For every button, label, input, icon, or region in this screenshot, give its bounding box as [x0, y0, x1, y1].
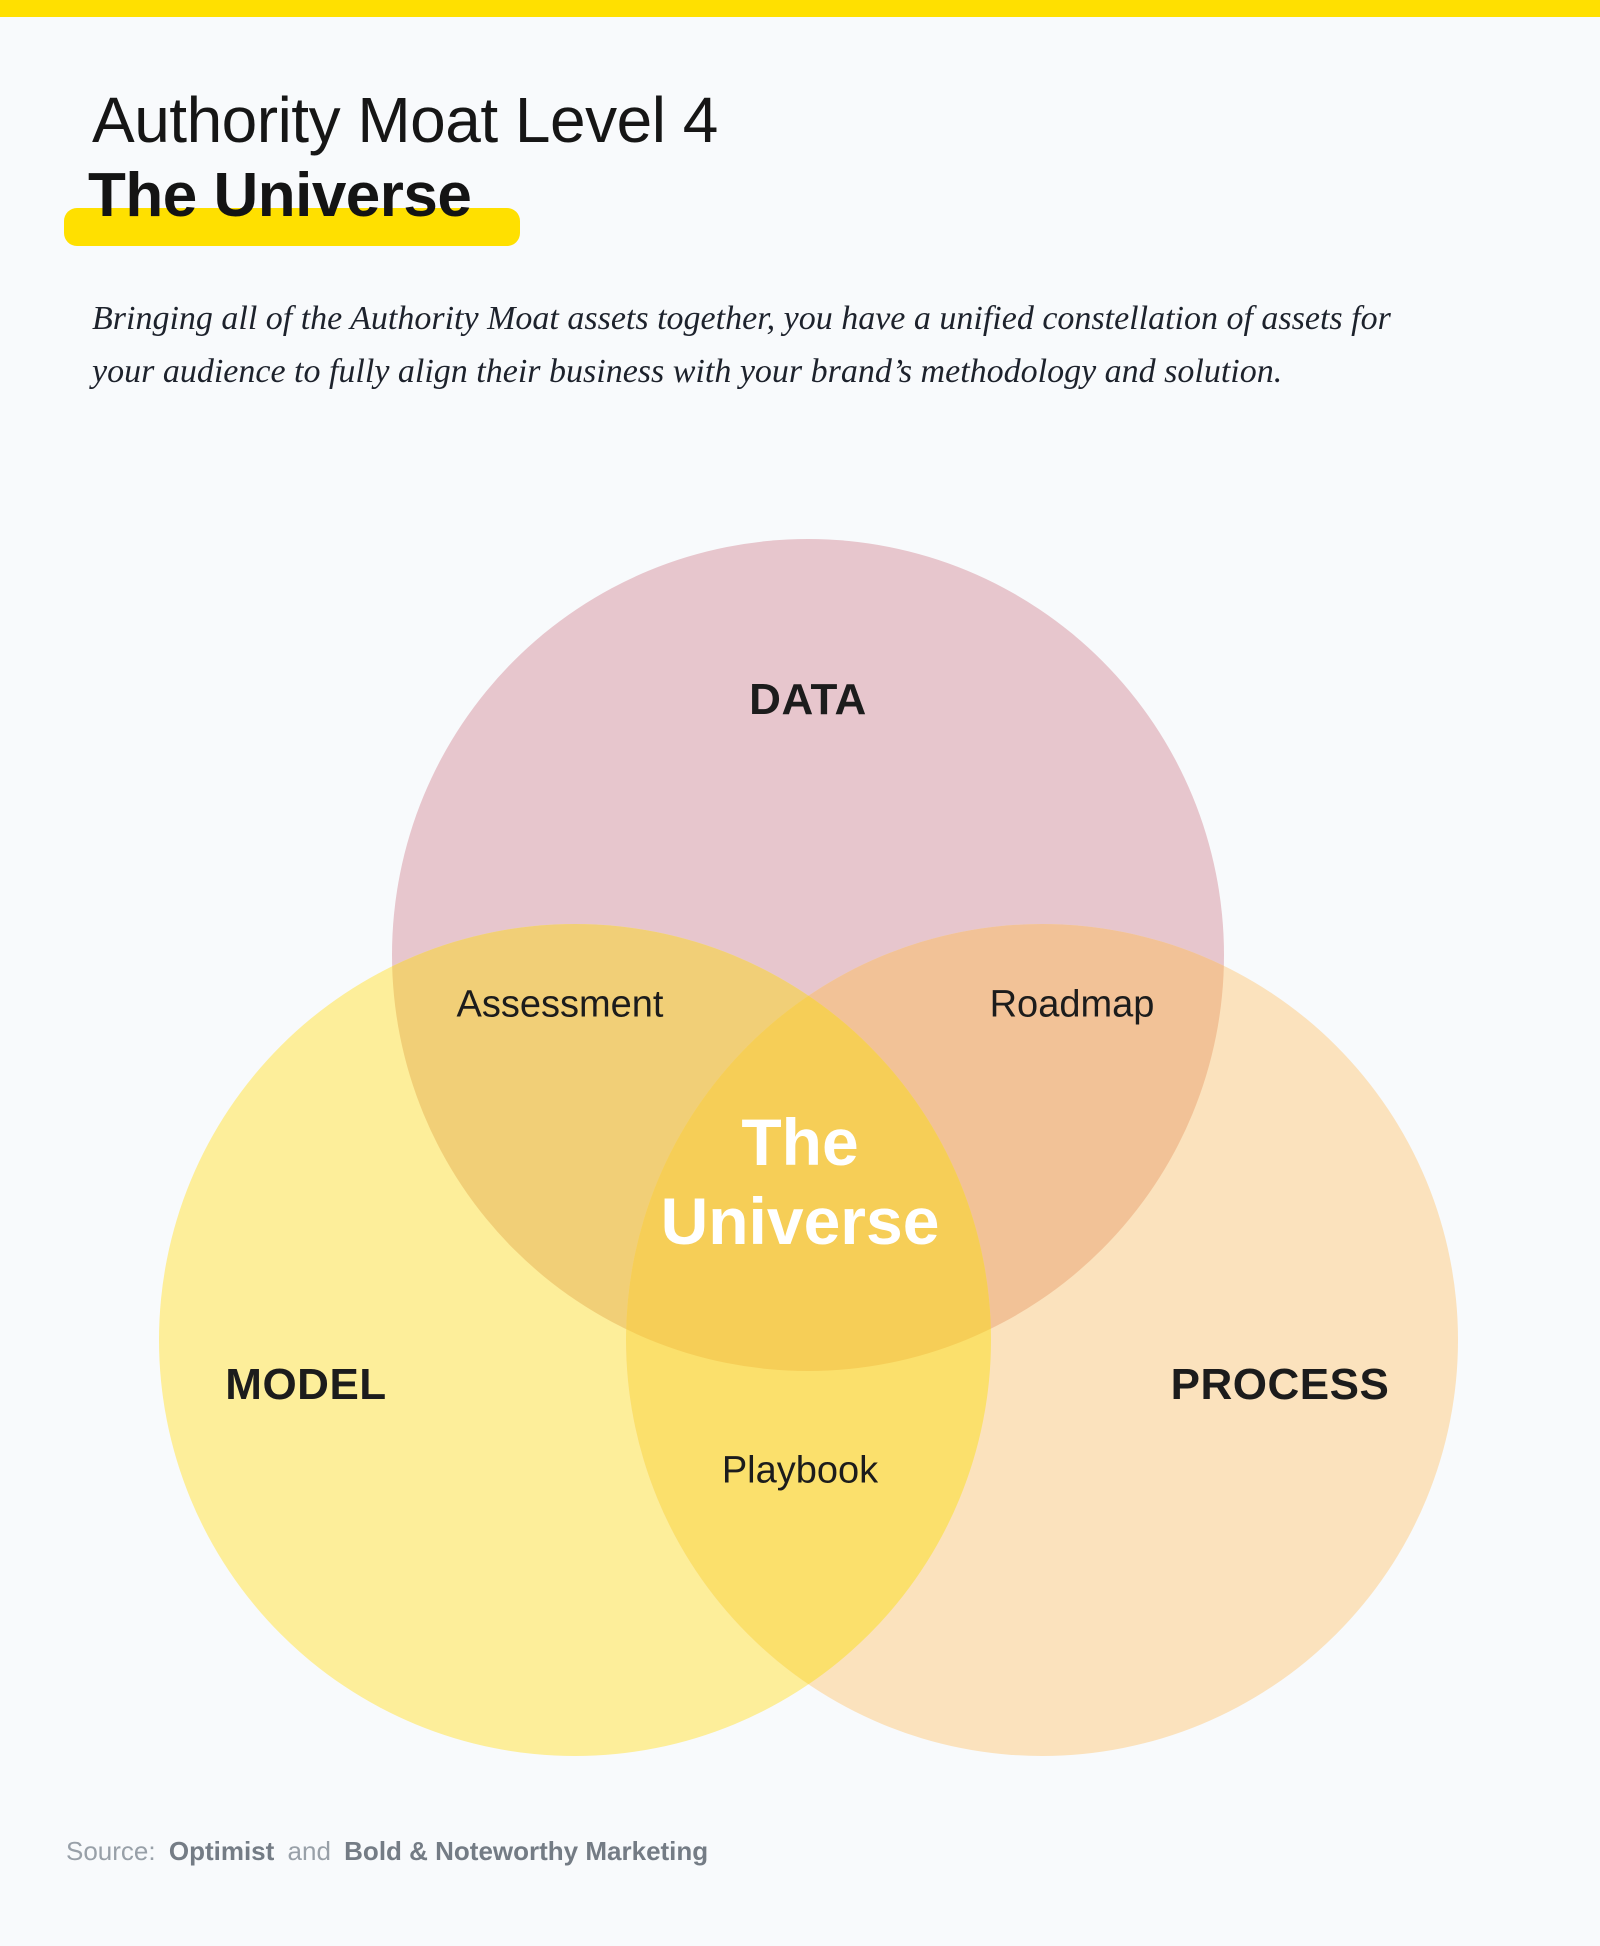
- page-title: Authority Moat Level 4 The Universe: [64, 84, 718, 246]
- title-line2-wrap: The Universe: [64, 160, 520, 246]
- header: Authority Moat Level 4 The Universe: [64, 84, 718, 246]
- title-highlight-bar: [64, 207, 520, 246]
- source-connector: and: [287, 1836, 331, 1866]
- source-label: Source:: [66, 1836, 156, 1866]
- process-circle-label: PROCESS: [1170, 1360, 1390, 1409]
- source-name-bold-noteworthy: Bold & Noteworthy Marketing: [344, 1836, 709, 1866]
- intersection-center: [626, 924, 991, 1371]
- description-text: Bringing all of the Authority Moat asset…: [92, 300, 1391, 391]
- top-accent-bar: [0, 0, 1600, 17]
- title-line2: The Universe: [88, 160, 472, 230]
- venn-diagram: DATA Assessment Roadmap The Universe MOD…: [0, 460, 1600, 1790]
- model-circle-label: MODEL: [225, 1360, 387, 1409]
- source-name-optimist: Optimist: [168, 1836, 275, 1866]
- playbook-label: Playbook: [721, 1449, 879, 1492]
- data-circle-label: DATA: [749, 675, 867, 724]
- venn-svg: [159, 539, 1458, 1756]
- assessment-label: Assessment: [456, 983, 664, 1026]
- title-line1: Authority Moat Level 4: [92, 84, 718, 156]
- universe-center-label: The Universe: [660, 1104, 940, 1258]
- source-line: Source: Optimist and Bold & Noteworthy M…: [66, 1836, 714, 1867]
- roadmap-label: Roadmap: [989, 983, 1155, 1026]
